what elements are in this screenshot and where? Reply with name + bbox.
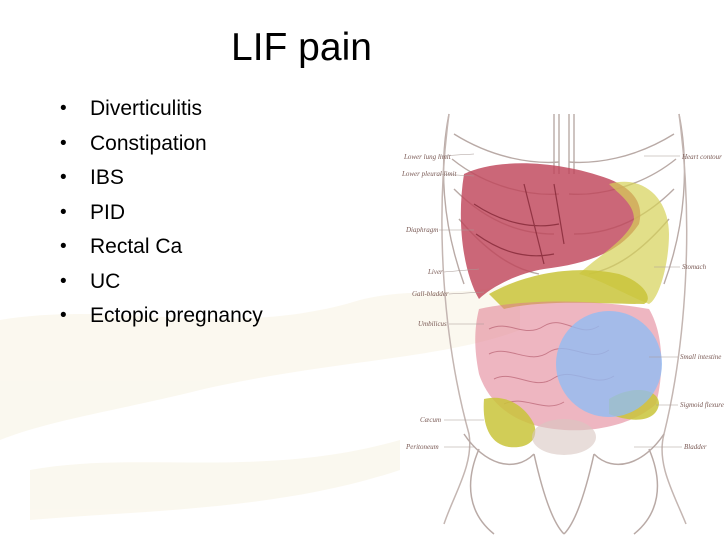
label-heart-contour: Heart contour [681, 153, 722, 161]
list-item-label: PID [90, 200, 126, 224]
bullet-icon: • [60, 270, 67, 292]
left-leader-lines [438, 153, 485, 448]
list-item: • PID [60, 196, 263, 231]
torso-outline [441, 113, 688, 525]
bullet-icon: • [60, 98, 67, 119]
label-gall-bladder: Gall-bladder [412, 290, 449, 298]
right-leader-lines [634, 155, 682, 448]
slide-title: LIF pain [231, 26, 372, 69]
label-small-intestine: Small intestine [680, 353, 721, 361]
list-item-label: Diverticulitis [90, 97, 203, 120]
bladder-region [532, 419, 596, 455]
list-item: • UC [60, 265, 263, 300]
pelvis [463, 433, 665, 535]
left-labels: Lower lung limit Lower pleural limit Dia… [401, 153, 458, 451]
caecum-region [483, 397, 536, 448]
label-umbilicus: Umbilicus [418, 320, 447, 328]
label-lower-lung-limit: Lower lung limit [403, 153, 452, 161]
list-item: • Diverticulitis [60, 92, 263, 127]
label-peritoneum: Peritoneum [405, 443, 439, 451]
list-item-label: Rectal Ca [90, 235, 183, 258]
list-item-label: UC [90, 269, 121, 293]
bullet-icon: • [60, 132, 67, 154]
liver-region [460, 163, 641, 299]
bullet-icon: • [60, 167, 67, 188]
bullet-icon: • [60, 201, 67, 223]
bullet-icon: • [60, 305, 67, 326]
list-item-label: Constipation [90, 131, 207, 155]
lif-region-highlight [556, 311, 662, 417]
list-item-label: IBS [90, 166, 124, 189]
label-diaphragm: Diaphragm [405, 226, 438, 234]
label-stomach: Stomach [682, 263, 707, 271]
list-item: • IBS [60, 161, 263, 196]
bullet-icon: • [60, 236, 67, 257]
abdominal-regions-illustration: Lower lung limit Lower pleural limit Dia… [401, 113, 724, 535]
label-sigmoid-flexure: Sigmoid flexure [680, 401, 724, 409]
list-item: • Constipation [60, 127, 263, 162]
label-liver: Liver [427, 268, 443, 276]
list-item: • Rectal Ca [60, 230, 263, 265]
symptom-list: •Diverticulitis •Constipation •IBS •PID … [60, 92, 263, 334]
transverse-colon-region [489, 270, 648, 309]
right-labels: Heart contour Stomach Small intestine Si… [680, 153, 724, 451]
label-caecum: Cæcum [420, 416, 441, 424]
label-lower-pleural-limit: Lower pleural limit [401, 170, 458, 178]
list-item: • Ectopic pregnancy [60, 299, 263, 334]
list-item-label: Ectopic pregnancy [90, 304, 263, 327]
label-bladder: Bladder [684, 443, 707, 451]
